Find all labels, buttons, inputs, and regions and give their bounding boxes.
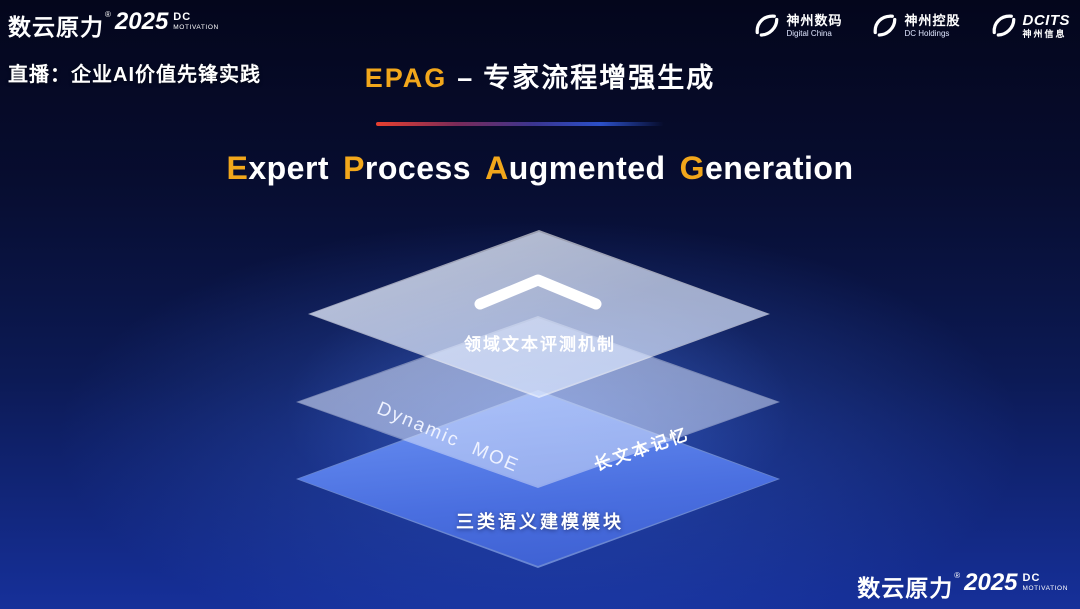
brand-year: 2025 [964, 569, 1018, 596]
brand-motivation: MOTIVATION [173, 24, 219, 31]
logo-en-label: Digital China [786, 28, 832, 38]
main-heading: Expert Process Augmented Generation [0, 150, 1080, 187]
heading-word: Expert [226, 150, 330, 186]
brand-logo-bottom-right: 数云原力 ® 2025 DC MOTIVATION [857, 569, 1068, 603]
logo-en-label: 神州信息 [1022, 29, 1067, 40]
dcits-swoosh-icon [992, 14, 1015, 37]
heading-word: Generation [679, 150, 854, 186]
registered-mark: ® [954, 571, 961, 580]
heading-word: Process [343, 150, 472, 186]
brand-subtitle: DC MOTIVATION [1023, 573, 1068, 593]
title-subtitle: 专家流程增强生成 [483, 63, 716, 93]
brand-dc: DC [173, 11, 192, 23]
layer-top-label: 领域文本评测机制 [464, 335, 616, 354]
title-separator: – [457, 63, 474, 93]
chevron-up-icon [474, 274, 602, 310]
live-stream-label: 直播：企业AI价值先锋实践 [8, 64, 261, 86]
logo-dcits: DCITS 神州信息 [991, 12, 1071, 40]
brand-name: 数云原力 [857, 575, 954, 601]
logo-text: 神州控股 DC Holdings [904, 12, 961, 38]
digital-china-swoosh-icon [756, 14, 779, 37]
brand-logo-top-left: 数云原力 ® 2025 DC MOTIVATION [8, 8, 219, 42]
logo-cn-label: DCITS [1022, 12, 1070, 29]
layer-bottom-label: 三类语义建模模块 [456, 512, 624, 532]
logo-text: 神州数码 Digital China [786, 12, 843, 38]
logo-digital-china: 神州数码 Digital China [754, 13, 842, 39]
brand-dc: DC [1022, 572, 1041, 584]
brand-motivation: MOTIVATION [1022, 585, 1068, 592]
brand-subtitle: DC MOTIVATION [173, 12, 218, 32]
brand-year: 2025 [114, 8, 169, 35]
logo-text: DCITS 神州信息 [1023, 12, 1071, 40]
dc-holdings-swoosh-icon [874, 14, 897, 37]
partner-logos: 神州数码 Digital China 神州控股 DC Holdings DCIT… [754, 12, 1070, 40]
registered-mark: ® [105, 10, 111, 19]
page-title: EPAG–专家流程增强生成 [365, 56, 716, 95]
title-underline-gradient [376, 122, 664, 126]
title-acronym: EPAG [364, 63, 448, 93]
logo-cn-label: 神州控股 [904, 12, 961, 28]
logo-cn-label: 神州数码 [786, 12, 843, 28]
heading-word: Augmented [485, 150, 666, 186]
brand-name: 数云原力 [8, 14, 104, 40]
logo-dc-holdings: 神州控股 DC Holdings [872, 13, 960, 39]
logo-en-label: DC Holdings [904, 28, 950, 38]
